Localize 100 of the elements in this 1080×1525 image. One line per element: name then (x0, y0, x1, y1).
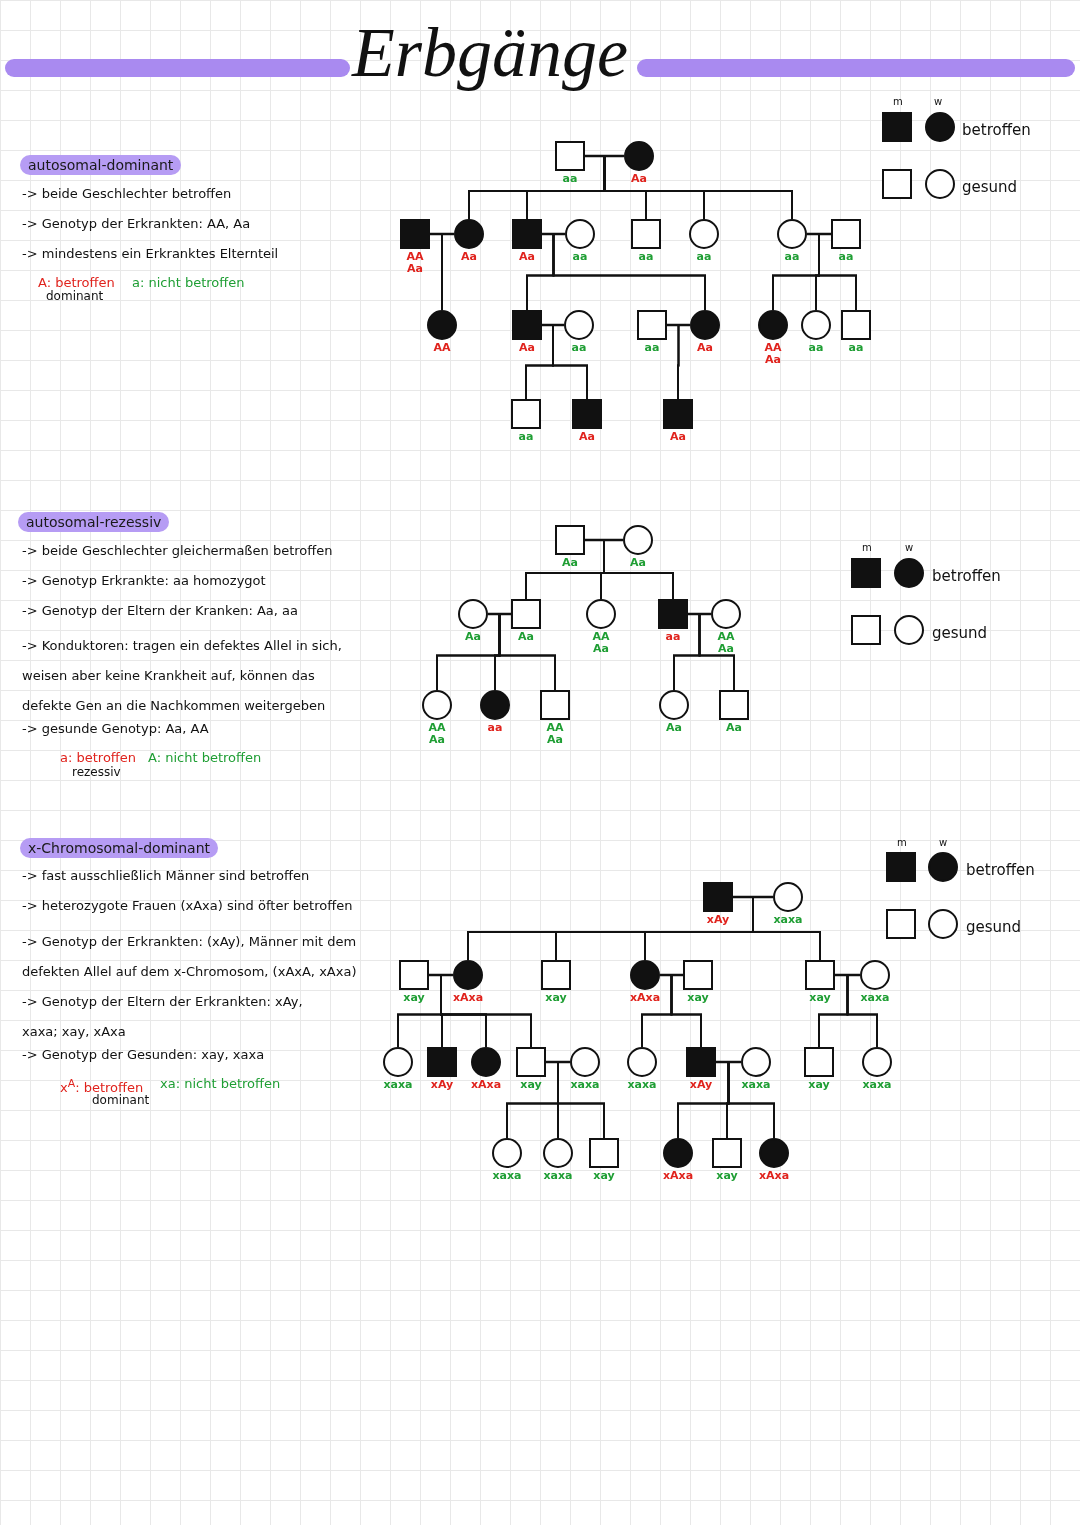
pedigree-line (807, 232, 831, 236)
female-symbol (627, 1047, 657, 1077)
genotype-label: Aa (518, 342, 536, 354)
section-heading: x-Chromosomal-dominant (20, 838, 218, 858)
genotype-label: xAy (705, 914, 731, 926)
allele-note: a: nicht betroffen (132, 275, 245, 291)
pedigree-line (585, 538, 623, 542)
female-symbol (689, 219, 719, 249)
bullet-text: -> beide Geschlechter gleichermaßen betroffen (22, 542, 333, 560)
female-symbol (711, 599, 741, 629)
genotype-label: Aa (725, 722, 743, 734)
affected-male-symbol (512, 219, 542, 249)
bullet-text: -> Genotyp der Gesunden: xay, xaxa (22, 1046, 265, 1064)
genotype-label: aa (837, 251, 855, 263)
female-symbol (741, 1047, 771, 1077)
affected-female-symbol (624, 141, 654, 171)
genotype-label: xay (592, 1170, 616, 1182)
genotype-label: xaxa (772, 914, 804, 926)
genotype-label: Aa (629, 557, 647, 569)
legend-text: gesund (962, 177, 1018, 197)
genotype-label: Aa (561, 557, 579, 569)
pedigree-line (698, 613, 735, 691)
pedigree-line (542, 232, 565, 236)
bullet-text: -> heterozygote Frauen (xAxa) sind öfter betroffen (22, 897, 353, 915)
genotype-label: xaxa (382, 1079, 414, 1091)
note-text: dominant (92, 1093, 150, 1107)
bullet-text: -> Konduktoren: tragen ein defektes Allel in sich, weisen aber keine Krankheit auf, können das defekte Gen an die Nachkommen weitergeben (22, 637, 343, 715)
genotype-label: aa (847, 342, 865, 354)
genotype-label: aa (561, 173, 579, 185)
section-heading: autosomal-rezessiv (18, 512, 170, 532)
genotype-label: xay (808, 992, 832, 1004)
note-text: rezessiv (72, 765, 121, 779)
genotype-label: xAxa (757, 1170, 791, 1182)
bullet-text: -> Genotyp der Eltern der Kranken: Aa, aa (22, 602, 298, 620)
bullet-text: -> Genotyp der Eltern der Erkrankten: xAy, xaxa; xay, xAxa (22, 993, 304, 1041)
genotype-label: AA (432, 342, 452, 354)
genotype-label: Aa (578, 431, 596, 443)
sex-label: w (934, 96, 943, 108)
genotype-label: xaxa (740, 1079, 772, 1091)
female-symbol (383, 1047, 413, 1077)
pedigree-line (716, 1060, 741, 1064)
affected-male-symbol (703, 882, 733, 912)
affected-female-symbol (663, 1138, 693, 1168)
pedigree-line (667, 323, 690, 327)
genotype-label: AA Aa (716, 631, 736, 655)
affected-male-symbol (400, 219, 430, 249)
genotype-label: AA Aa (405, 251, 425, 275)
pedigree-line (430, 232, 454, 236)
female-symbol (543, 1138, 573, 1168)
sex-label: w (905, 542, 914, 554)
genotype-label: Aa (630, 173, 648, 185)
bullet-text: -> mindestens ein Erkranktes Elternteil (22, 245, 279, 263)
genotype-label: Aa (464, 631, 482, 643)
female-symbol (570, 1047, 600, 1077)
bullet-text: -> beide Geschlechter betroffen (22, 185, 232, 203)
pedigree-line (557, 1061, 605, 1139)
genotype-label: xay (519, 1079, 543, 1091)
genotype-label: aa (486, 722, 504, 734)
genotype-label: xAxa (661, 1170, 695, 1182)
genotype-label: Aa (460, 251, 478, 263)
genotype-label: xAy (688, 1079, 714, 1091)
genotype-label: xay (807, 1079, 831, 1091)
male-symbol (516, 1047, 546, 1077)
genotype-label: xay (715, 1170, 739, 1182)
female-symbol (801, 310, 831, 340)
genotype-label: aa (571, 251, 589, 263)
genotype-label: xaxa (569, 1079, 601, 1091)
male-symbol (511, 599, 541, 629)
genotype-label: Aa (696, 342, 714, 354)
genotype-label: xaxa (859, 992, 891, 1004)
male-symbol (804, 1047, 834, 1077)
affected-female-symbol (630, 960, 660, 990)
male-symbol (555, 141, 585, 171)
genotype-label: Aa (669, 431, 687, 443)
pedigree-line (733, 895, 773, 899)
affected-female-symbol (427, 310, 457, 340)
pedigree-line (603, 539, 674, 600)
genotype-label: AA Aa (545, 722, 565, 746)
genotype-label: AA Aa (763, 342, 783, 366)
affected-female-symbol (758, 310, 788, 340)
affected-male-symbol (572, 399, 602, 429)
female-symbol (492, 1138, 522, 1168)
male-symbol (631, 219, 661, 249)
male-symbol (511, 399, 541, 429)
sex-label: w (939, 837, 948, 849)
sex-label: m (862, 542, 872, 554)
genotype-label: xaxa (626, 1079, 658, 1091)
genotype-label: Aa (518, 251, 536, 263)
pedigree-line (727, 1061, 775, 1139)
title-bar (5, 59, 350, 77)
male-symbol (712, 1138, 742, 1168)
pedigree-line (429, 973, 453, 977)
pedigree-line (552, 324, 588, 400)
affected-female-symbol (759, 1138, 789, 1168)
pedigree-line (542, 323, 564, 327)
allele-note: xa: nicht betroffen (160, 1076, 281, 1092)
allele-note: A: nicht betroffen (148, 750, 262, 766)
genotype-label: xaxa (542, 1170, 574, 1182)
genotype-label: xAxa (628, 992, 662, 1004)
pedigree-line (488, 612, 511, 616)
